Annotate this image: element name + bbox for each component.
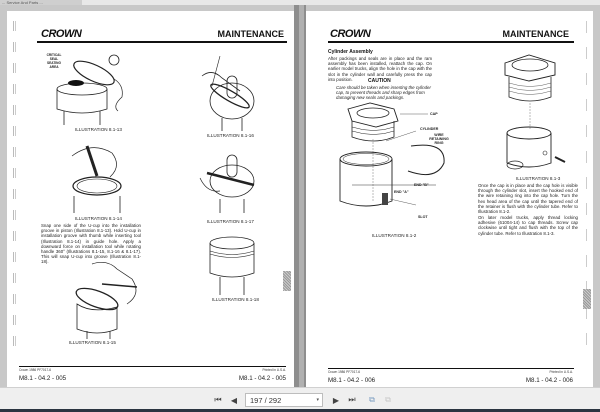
- footer-copyright: Crown 1986 PF7017-6: [19, 368, 52, 372]
- caption-8-1-3: ILLUSTRATION 8.1-3: [516, 176, 561, 181]
- label-cylinder: CYLINDER: [420, 127, 439, 131]
- caption-8-1-17: ILLUSTRATION 8.1-17: [207, 219, 254, 224]
- paragraph-1: Once the cap is in place and the cap hol…: [478, 183, 578, 215]
- left-page-marker: [283, 271, 291, 291]
- caption-8-1-18: ILLUSTRATION 8.1-18: [212, 297, 259, 302]
- navigation-toolbar: ⏮ ◀ 197 / 292 ▾ ▶ ⏭ ⧉ ⧉: [0, 387, 600, 412]
- instruction-paragraph: Snap one side of the U-cup into the inst…: [41, 223, 141, 265]
- page-code-right: M8.1 - 04.2 - 006: [525, 377, 573, 384]
- footer-rule: [328, 368, 574, 369]
- crown-logo: CROWN: [41, 28, 82, 40]
- page-right: CROWN MAINTENANCE Cylinder Assembly Afte…: [306, 11, 593, 387]
- illustration-8-1-16: [201, 56, 255, 131]
- caption-8-1-14: ILLUSTRATION 8.1-14: [75, 216, 122, 221]
- caption-8-1-13: ILLUSTRATION 8.1-13: [75, 127, 122, 132]
- next-page-icon[interactable]: ▶: [332, 395, 340, 405]
- crown-logo: CROWN: [330, 28, 371, 40]
- illustration-8-1-14: [71, 145, 122, 213]
- section-heading: Cylinder Assembly: [328, 49, 373, 55]
- label-cap: CAP: [430, 112, 438, 116]
- page-number-input[interactable]: 197 / 292 ▾: [245, 393, 323, 407]
- page-left: CROWN MAINTENANCE CRITICAL SEAL SEATING …: [7, 11, 294, 387]
- label-wire-retaining-ring: WIRE RETAINING RING: [429, 133, 449, 145]
- caption-8-1-2: ILLUSTRATION 8.1-2: [372, 233, 417, 238]
- section-title: MAINTENANCE: [217, 29, 285, 39]
- two-page-view-icon[interactable]: ⧉: [385, 395, 391, 404]
- section-title: MAINTENANCE: [502, 29, 570, 39]
- document-tab[interactable]: ... Service And Parts ...: [0, 0, 82, 5]
- page-number-value: 197 / 292: [250, 395, 282, 405]
- page-code-left: M8.1 - 04.2 - 005: [19, 375, 67, 382]
- page-gutter-edge: [299, 5, 304, 387]
- first-page-icon[interactable]: ⏮: [214, 395, 222, 404]
- illustration-8-1-15: [75, 262, 138, 339]
- illustration-8-1-17: [199, 154, 255, 213]
- caution-title: CAUTION: [368, 78, 391, 84]
- label-end-b: END "B": [414, 183, 429, 187]
- title-bar: ... Service And Parts ...: [0, 0, 600, 5]
- footer-copyright: Crown 1986 PF7017-6: [328, 370, 361, 374]
- footer-rule: [19, 366, 286, 367]
- page-code-left: M8.1 - 04.2 - 006: [328, 377, 376, 384]
- caption-8-1-16: ILLUSTRATION 8.1-16: [207, 133, 254, 138]
- label-slot: SLOT: [418, 215, 428, 219]
- footer-printed: Printed in U.S.A.: [549, 370, 573, 374]
- chevron-down-icon[interactable]: ▾: [316, 397, 319, 403]
- last-page-icon[interactable]: ⏭: [348, 395, 356, 404]
- label-end-a: END "A": [394, 190, 409, 194]
- header-rule: [37, 41, 287, 43]
- intro-paragraph: After packings and seals are in place an…: [328, 56, 432, 82]
- illustration-8-1-3: [504, 54, 566, 170]
- previous-page-icon[interactable]: ◀: [230, 395, 238, 405]
- footer-printed: Printed in U.S.A.: [262, 368, 286, 372]
- page-code-right: M8.1 - 04.2 - 005: [238, 375, 286, 382]
- right-page-marker: [583, 289, 591, 309]
- caption-8-1-15: ILLUSTRATION 8.1-15: [69, 340, 116, 345]
- illustration-8-1-18: [209, 236, 255, 295]
- document-viewport[interactable]: CROWN MAINTENANCE CRITICAL SEAL SEATING …: [0, 5, 600, 387]
- margin-binding-marks: [586, 21, 590, 381]
- paragraph-2: On later model trucks, apply thread lock…: [478, 215, 578, 236]
- single-page-view-icon[interactable]: ⧉: [369, 395, 375, 404]
- header-rule: [328, 41, 574, 43]
- margin-binding-marks: [13, 21, 19, 381]
- illustration-8-1-2: [339, 102, 445, 207]
- taskbar-edge: [0, 409, 600, 412]
- callout-label: CRITICAL SEAL SEATING AREA: [46, 53, 62, 69]
- illustration-8-1-13: [56, 54, 123, 125]
- caution-text: Care should be taken when inserting the …: [336, 85, 431, 101]
